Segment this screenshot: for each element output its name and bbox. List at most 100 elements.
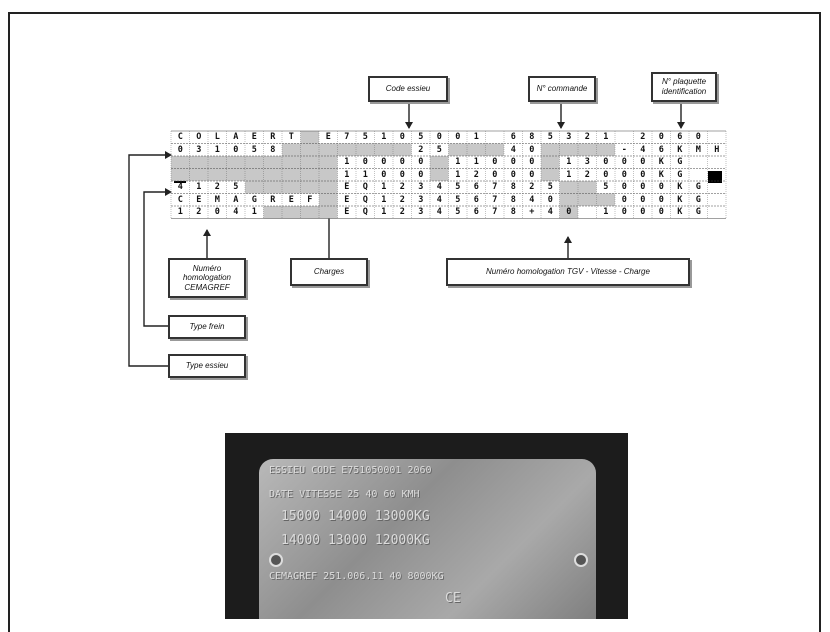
gray-cell xyxy=(541,144,560,157)
plate-cell: 0 xyxy=(486,156,505,169)
gray-cell xyxy=(301,181,320,194)
plate-cell: O xyxy=(190,131,209,144)
plate-cell: 0 xyxy=(634,181,653,194)
gray-cell xyxy=(375,144,394,157)
plate-cell: 0 xyxy=(597,169,616,182)
gray-cell xyxy=(430,156,449,169)
callout-numero-cemagref: Numéro homologation CEMAGREF xyxy=(168,258,246,298)
plate-cell: 0 xyxy=(356,156,375,169)
plate-cell: 5 xyxy=(449,181,468,194)
plate-cell: G xyxy=(245,194,264,207)
plate-cell: 8 xyxy=(523,131,542,144)
plate-cell: G xyxy=(689,181,708,194)
gray-cell xyxy=(264,206,283,219)
gray-cell xyxy=(597,194,616,207)
plate-cell: G xyxy=(689,194,708,207)
plate-cell: 1 xyxy=(245,206,264,219)
metal-plate: ESSIEU CODE E751050001 2060 DATE VITESSE… xyxy=(259,459,596,619)
plate-cell: 0 xyxy=(375,169,394,182)
plate-cell: 3 xyxy=(412,194,431,207)
plate-cell: R xyxy=(264,194,283,207)
plate-cell: 1 xyxy=(597,131,616,144)
plate-cell: 6 xyxy=(467,194,486,207)
plate-line-1: ESSIEU CODE E751050001 2060 xyxy=(269,465,432,476)
plate-cell: 1 xyxy=(467,131,486,144)
plate-cell: M xyxy=(208,194,227,207)
plate-cell: 7 xyxy=(486,181,505,194)
plate-cell: K xyxy=(671,206,690,219)
gray-cell xyxy=(208,169,227,182)
plate-cell: - xyxy=(615,144,634,157)
plate-cell: 1 xyxy=(338,169,357,182)
plate-cell: 1 xyxy=(560,169,579,182)
gray-cell xyxy=(560,181,579,194)
plate-cell: 1 xyxy=(375,194,394,207)
plate-cell: 0 xyxy=(615,206,634,219)
gray-cell xyxy=(301,169,320,182)
gray-cell xyxy=(560,144,579,157)
plate-cell: 0 xyxy=(634,156,653,169)
plate-cell: + xyxy=(523,206,542,219)
plate-cell: 4 xyxy=(541,206,560,219)
plate-cell: A xyxy=(227,194,246,207)
plate-line-2: DATE VITESSE 25 40 60 KMH xyxy=(269,489,420,500)
plate-line-6: CE xyxy=(445,591,461,606)
plate-cell: R xyxy=(264,131,283,144)
plate-cell: E xyxy=(245,131,264,144)
plate-cell: C xyxy=(171,194,190,207)
plate-cell: 6 xyxy=(467,181,486,194)
gray-cell xyxy=(301,156,320,169)
plate-cell: E xyxy=(338,194,357,207)
plate-cell: 4 xyxy=(504,144,523,157)
gray-cell xyxy=(338,144,357,157)
plate-cell: K xyxy=(652,156,671,169)
plate-cell: 0 xyxy=(615,169,634,182)
plate-cell: 4 xyxy=(430,181,449,194)
plate-cell: 5 xyxy=(597,181,616,194)
plate-cell: 5 xyxy=(541,181,560,194)
plate-cell: 5 xyxy=(449,194,468,207)
gray-cell xyxy=(190,169,209,182)
plate-cell: E xyxy=(190,194,209,207)
plate-cell: 0 xyxy=(523,144,542,157)
plate-cell: 2 xyxy=(393,194,412,207)
plate-cell: 1 xyxy=(338,156,357,169)
gray-cell xyxy=(319,181,338,194)
plate-cell: 0 xyxy=(634,169,653,182)
plate-cell: G xyxy=(671,156,690,169)
gray-cell xyxy=(486,144,505,157)
gray-cell xyxy=(264,181,283,194)
plate-cell: 0 xyxy=(634,194,653,207)
gray-cell xyxy=(245,169,264,182)
plate-cell: 0 xyxy=(689,131,708,144)
plate-cell: 1 xyxy=(449,169,468,182)
plate-cell: 1 xyxy=(375,206,394,219)
plate-line-5: CEMAGREF 251.006.11 40 8000KG xyxy=(269,571,444,582)
plate-cell: H xyxy=(708,144,727,157)
screw-icon xyxy=(269,553,283,567)
plate-cell: 2 xyxy=(393,206,412,219)
plate-cell: 6 xyxy=(467,206,486,219)
plate-cell: 5 xyxy=(541,131,560,144)
gray-cell xyxy=(264,156,283,169)
gray-cell xyxy=(356,144,375,157)
callout-numero-tgv: Numéro homologation TGV - Vitesse - Char… xyxy=(446,258,690,286)
plate-cell: 8 xyxy=(504,194,523,207)
plate-cell: 3 xyxy=(578,156,597,169)
gray-cell xyxy=(208,156,227,169)
plate-cell: 0 xyxy=(597,156,616,169)
plate-cell: 4 xyxy=(430,206,449,219)
plate-cell: 0 xyxy=(375,156,394,169)
gray-cell xyxy=(430,169,449,182)
plate-cell: 0 xyxy=(504,156,523,169)
plate-cell: L xyxy=(208,131,227,144)
gray-cell xyxy=(541,169,560,182)
plate-cell: 0 xyxy=(523,156,542,169)
plate-cell: T xyxy=(282,131,301,144)
plate-cell: Q xyxy=(356,206,375,219)
gray-cell xyxy=(319,194,338,207)
plate-cell: K xyxy=(671,194,690,207)
gray-cell xyxy=(301,206,320,219)
plate-cell: 1 xyxy=(375,181,394,194)
plate-cell: 4 xyxy=(634,144,653,157)
